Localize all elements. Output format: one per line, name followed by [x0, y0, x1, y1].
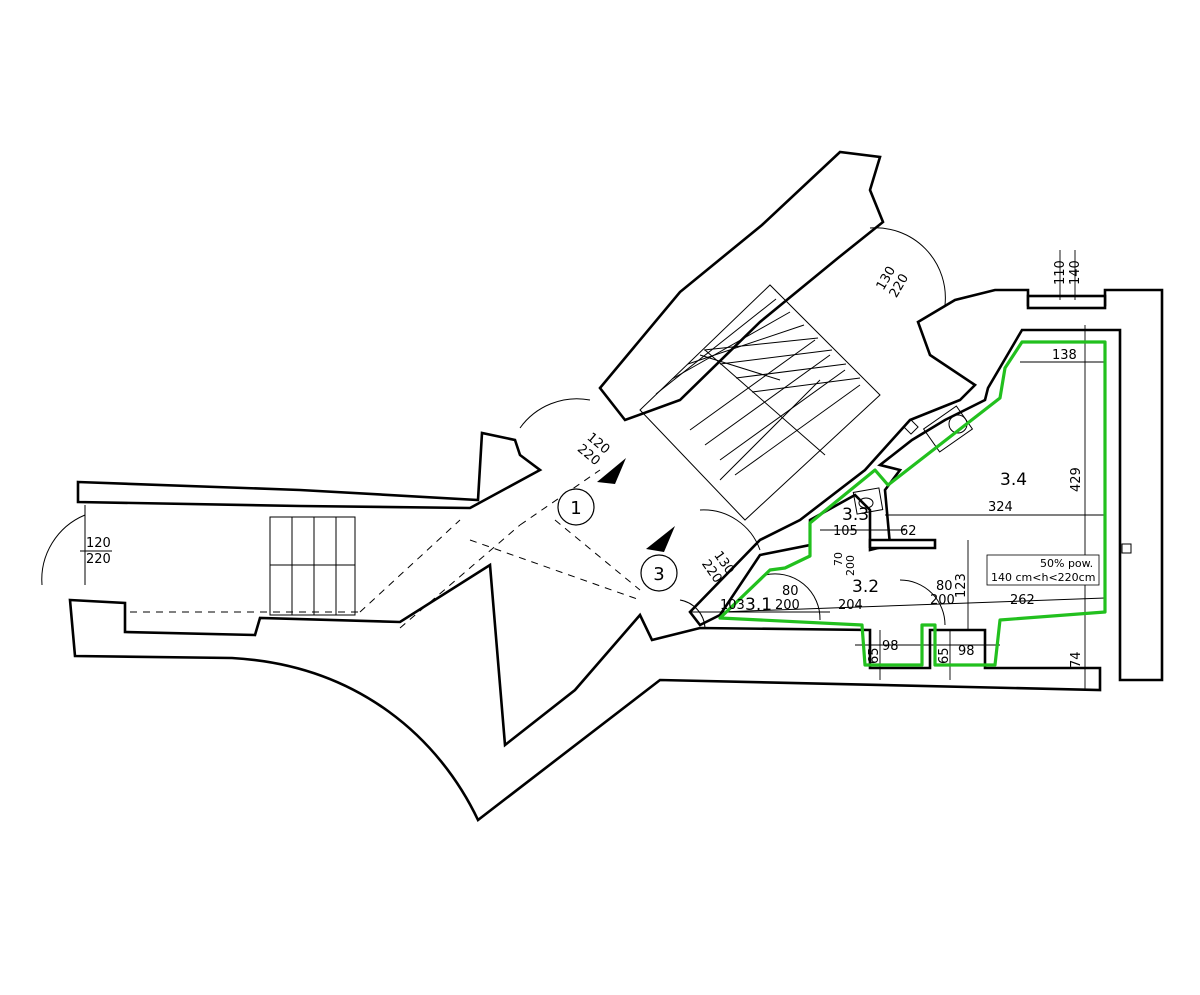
upper-wall-block: [598, 150, 885, 422]
room-label-3-1: 3.1: [745, 595, 772, 615]
dim-103: 103: [720, 598, 745, 613]
door-3-1-height: 200: [775, 598, 800, 613]
direction-arrow-icon: [646, 526, 675, 552]
door-3-1-width: 80: [782, 584, 799, 599]
marker-1: 1: [557, 458, 626, 526]
dimension-lines: [690, 250, 1105, 690]
window-width: 110: [1053, 260, 1068, 285]
dim-62: 62: [900, 524, 917, 539]
height-note-line1: 50% pow.: [1040, 557, 1093, 570]
dim-98-left: 98: [882, 639, 899, 654]
marker-1-label: 1: [570, 498, 581, 519]
dim-105: 105: [833, 524, 858, 539]
overhead-lines: [130, 469, 641, 629]
dim-74: 74: [1069, 651, 1084, 668]
dim-138: 138: [1052, 348, 1077, 363]
unit-outline: [718, 340, 1107, 667]
unit-outer-shell: [688, 288, 1164, 682]
room-label-3-4: 3.4: [1000, 470, 1027, 490]
direction-arrow-icon: [597, 458, 626, 484]
left-corridor-top-wall: [76, 431, 543, 510]
height-note-box: [986, 554, 1100, 586]
left-corridor-bottom-wall: [68, 562, 1102, 823]
window-niche: [1026, 294, 1107, 310]
dim-123: 123: [954, 573, 969, 598]
door-3-3-width: 70: [832, 552, 845, 566]
door-3-4-height: 200: [930, 593, 955, 608]
door-swings: [41, 227, 946, 629]
dim-65-left: 65: [867, 647, 882, 664]
fixtures: [852, 405, 1132, 554]
dim-204: 204: [838, 598, 863, 613]
toilet-icon: [852, 487, 884, 515]
door-3-3-height: 200: [844, 555, 857, 576]
main-stairs: [639, 284, 881, 521]
window-height: 140: [1068, 260, 1083, 285]
dim-262: 262: [1010, 593, 1035, 608]
height-note-line2: 140 cm<h<220cm: [991, 571, 1095, 584]
door-3-4-width: 80: [936, 579, 953, 594]
dim-98-right: 98: [958, 644, 975, 659]
door-left-height: 220: [86, 552, 111, 567]
marker-3: 3: [640, 526, 678, 592]
room-label-3-3: 3.3: [842, 505, 869, 525]
door-left-width: 120: [86, 536, 111, 551]
dim-429: 429: [1069, 467, 1084, 492]
marker-3-label: 3: [653, 564, 664, 585]
dim-65-right: 65: [937, 647, 952, 664]
dim-324: 324: [988, 500, 1013, 515]
left-stairs: [269, 516, 356, 616]
room-label-3-2: 3.2: [852, 577, 879, 597]
building-walls: [68, 150, 1164, 823]
